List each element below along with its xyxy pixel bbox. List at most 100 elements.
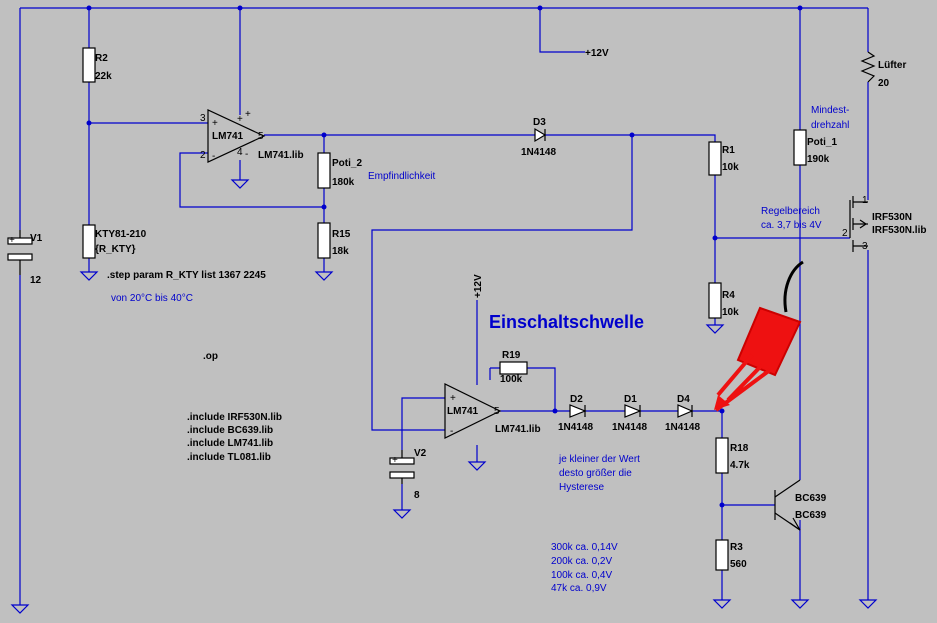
ground-symbols — [10, 179, 878, 614]
u1-name: LM741 — [212, 131, 244, 142]
r15-name: R15 — [332, 229, 351, 240]
junction — [237, 5, 243, 11]
junction — [321, 132, 327, 138]
include-directive: .include IRF530N.lib — [187, 412, 282, 423]
u1-pin7-plus: + — [237, 114, 243, 125]
ground-icon — [230, 179, 250, 189]
u1-pin4-minus: - — [245, 149, 248, 160]
potentiometer-poti2[interactable]: Poti_2 180k — [317, 152, 362, 189]
r19-value: 100k — [500, 374, 523, 385]
mosfet-irf530n[interactable]: 1 2 3 IRF530N IRF530N.lib — [842, 195, 926, 252]
poti2-name: Poti_2 — [332, 158, 362, 169]
temperature-range-note: von 20°C bis 40°C — [111, 293, 193, 304]
u1-minus: - — [212, 151, 215, 162]
junction — [86, 120, 92, 126]
diode-d1[interactable]: D1 1N4148 — [612, 394, 647, 433]
junction — [537, 5, 543, 11]
luefter-name: Lüfter — [878, 60, 906, 71]
op-directive: .op — [203, 351, 218, 362]
opamp-lm741-u1[interactable]: LM741 LM741.lib + - 3 2 + + 4 - 5 — [200, 109, 304, 163]
poti1-value: 190k — [807, 154, 830, 165]
junction — [797, 5, 803, 11]
r18-value: 4.7k — [730, 460, 750, 471]
r4-value: 10k — [722, 307, 739, 318]
hysteresis-note: Hysterese — [559, 482, 604, 493]
junction — [712, 235, 718, 241]
d2-value: 1N4148 — [558, 422, 593, 433]
voltage-source-v2[interactable]: + V2 8 — [389, 448, 427, 501]
r3-name: R3 — [730, 542, 743, 553]
d2-name: D2 — [570, 394, 583, 405]
junction — [321, 204, 327, 210]
fan-inductor-luefter[interactable]: Lüfter 20 — [860, 51, 906, 89]
u2-name: LM741 — [447, 406, 479, 417]
d3-value: 1N4148 — [521, 147, 556, 158]
u1-pin3: 3 — [200, 113, 206, 124]
v1-name: V1 — [30, 233, 43, 244]
r3-value: 560 — [730, 559, 747, 570]
resistor-r3[interactable]: R3 560 — [715, 539, 747, 571]
diode-d3[interactable]: D3 1N4148 — [521, 117, 556, 158]
resistor-r18[interactable]: R18 4.7k — [715, 437, 750, 474]
ground-icon — [392, 509, 412, 519]
r15-value: 18k — [332, 246, 349, 257]
u2-lib: LM741.lib — [495, 424, 541, 435]
resistor-r2[interactable]: R2 22k — [82, 47, 112, 83]
v2-plus: + — [392, 455, 398, 466]
switch-threshold-title: Einschaltschwelle — [489, 312, 644, 332]
hysteresis-note: je kleiner der Wert — [558, 454, 640, 465]
u2-pin5: 5 — [494, 406, 500, 417]
resistor-r15[interactable]: R15 18k — [317, 222, 351, 259]
d4-name: D4 — [677, 394, 690, 405]
hysteresis-note: desto größer die — [559, 468, 632, 479]
q2-name: BC639 — [795, 493, 827, 504]
red-annotation-arrow — [714, 260, 804, 412]
resistor-r1[interactable]: R1 10k — [708, 141, 739, 176]
min-speed-note: Mindest- — [811, 105, 849, 116]
u1-pin2: 2 — [200, 150, 206, 161]
resistor-r4[interactable]: R4 10k — [708, 282, 739, 319]
v1-value: 12 — [30, 275, 42, 286]
wires — [19, 7, 869, 605]
poti2-value: 180k — [332, 177, 355, 188]
diode-d2[interactable]: D2 1N4148 — [558, 394, 593, 433]
r19-name: R19 — [502, 350, 521, 361]
u1-lib: LM741.lib — [258, 150, 304, 161]
potentiometer-poti1[interactable]: Poti_1 190k — [793, 129, 837, 166]
d1-value: 1N4148 — [612, 422, 647, 433]
r1-name: R1 — [722, 145, 735, 156]
ground-icon — [705, 324, 725, 334]
plus-pin-label: + — [9, 235, 15, 246]
sensor-kty81[interactable]: KTY81-210 {R_KTY} — [82, 224, 147, 259]
ground-icon — [858, 599, 878, 609]
u1-plus: + — [212, 118, 218, 129]
ground-icon — [79, 271, 99, 281]
hysteresis-table-row: 100k ca. 0,4V — [551, 570, 612, 581]
supply-label-top: +12V — [585, 48, 609, 59]
r1-value: 10k — [722, 162, 739, 173]
d1-name: D1 — [624, 394, 637, 405]
kty-name: KTY81-210 — [95, 229, 147, 240]
u1-pin5: 5 — [258, 131, 264, 142]
sensitivity-note: Empfindlichkeit — [368, 171, 435, 182]
r2-name: R2 — [95, 53, 108, 64]
u2-minus: - — [450, 426, 453, 437]
voltage-source-v1[interactable]: + V1 12 — [7, 230, 43, 286]
ground-icon — [712, 599, 732, 609]
include-directive: .include BC639.lib — [187, 425, 273, 436]
opamp-lm741-u2[interactable]: LM741 LM741.lib + - 5 — [444, 383, 541, 439]
junction — [629, 132, 635, 138]
q1-pin1: 1 — [862, 195, 868, 206]
diode-d4[interactable]: D4 1N4148 — [665, 394, 700, 433]
include-directive: .include TL081.lib — [187, 452, 271, 463]
r18-name: R18 — [730, 443, 749, 454]
v2-value: 8 — [414, 490, 420, 501]
v2-name: V2 — [414, 448, 427, 459]
transistor-bc639[interactable]: BC639 BC639 — [774, 479, 827, 531]
luefter-value: 20 — [878, 78, 890, 89]
resistor-r19[interactable]: R19 100k — [499, 350, 528, 385]
r2-value: 22k — [95, 71, 112, 82]
u1-pin4: 4 — [237, 147, 243, 158]
ground-icon — [467, 461, 487, 471]
junction — [86, 5, 92, 11]
